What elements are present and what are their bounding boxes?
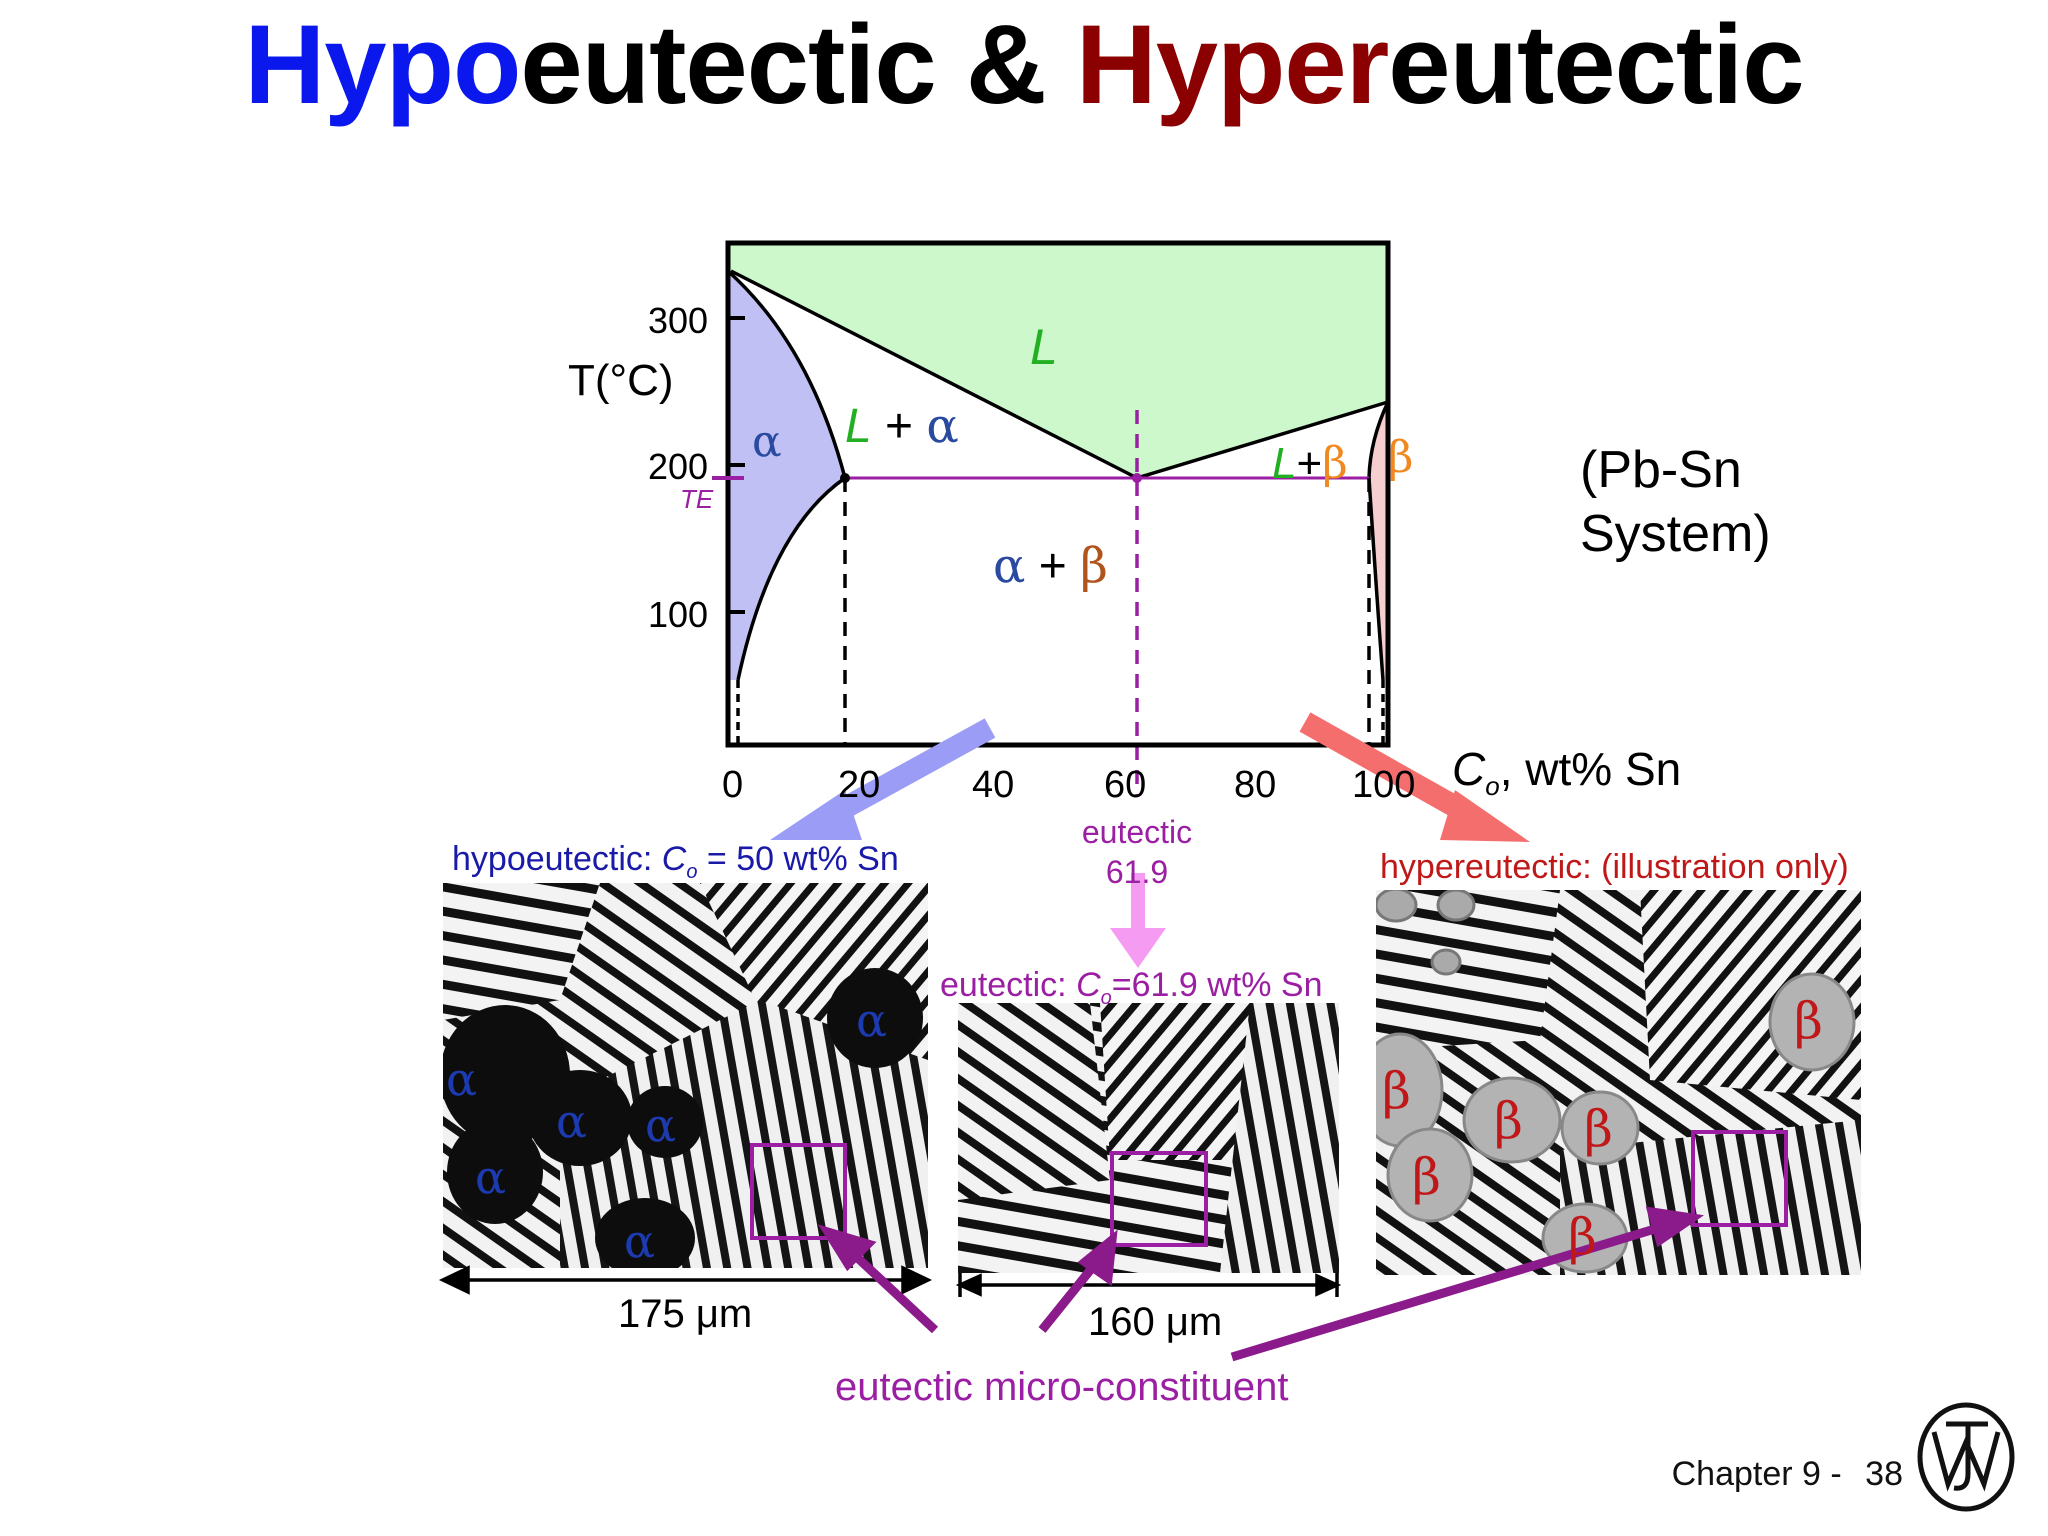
te-label: TE [680, 484, 714, 514]
title-hyper: Hyper [1075, 2, 1389, 127]
y-axis-label: T(°C) [568, 356, 674, 405]
x-axis-label: Co, wt% Sn [1452, 743, 1682, 802]
eutectic-point [1132, 473, 1142, 483]
micro-beta-6: β [1794, 992, 1823, 1050]
publisher-logo-icon [1917, 1402, 2015, 1512]
system-label: (Pb-Sn System) [1580, 441, 1771, 563]
micro-alpha-6: α [624, 1214, 656, 1268]
x-tick-40: 40 [972, 764, 1015, 806]
micro-alpha-2: α [475, 1150, 507, 1204]
hypo-arrow [770, 718, 996, 840]
micro-alpha-3: α [556, 1094, 588, 1148]
hyper-caption: hypereutectic: (illustration only) [1380, 848, 1849, 886]
micro-alpha-1: α [446, 1052, 478, 1106]
scale-label-mid: 160 μm [1088, 1300, 1223, 1344]
micro-constituent-label: eutectic micro-constituent [835, 1365, 1289, 1409]
micro-beta-2: β [1412, 1148, 1441, 1206]
micro-beta-4: β [1584, 1100, 1613, 1158]
region-L-plus-beta: L+β [1272, 438, 1348, 489]
y-ticks [728, 316, 745, 614]
title-eutectic-and: eutectic & [520, 2, 1076, 127]
micro-beta-5: β [1568, 1208, 1597, 1266]
beta-region [1369, 402, 1388, 680]
phase-boundaries [726, 269, 1390, 681]
micro-alpha-5: α [856, 993, 888, 1047]
eutectic-marker-label: eutectic 61.9 [1081, 814, 1193, 890]
region-alpha-plus-beta: α + β [993, 538, 1108, 594]
title-eutectic: eutectic [1388, 2, 1804, 127]
region-L-plus-alpha: L + α [845, 398, 959, 454]
chapter-label: Chapter 9 - [1671, 1455, 1842, 1493]
region-L: L [1030, 319, 1058, 375]
page-number: 38 [1865, 1455, 1903, 1493]
micro-beta-3: β [1494, 1092, 1523, 1150]
eutectic-micrograph [958, 1003, 1339, 1273]
hyper-arrow [1299, 712, 1530, 842]
y-tick-100: 100 [648, 594, 709, 635]
dashed-guides [736, 410, 1385, 795]
eutectic-arrow [1110, 873, 1166, 968]
micro-constituent-arrows [817, 1206, 1704, 1362]
hypo-micrograph [443, 883, 928, 1268]
scale-bar-mid [955, 1273, 1342, 1297]
x-tick-80: 80 [1234, 764, 1277, 806]
hypo-caption: hypoeutectic: Co = 50 wt% Sn [452, 840, 899, 883]
x-tick-20: 20 [838, 764, 881, 806]
y-tick-300: 300 [648, 300, 709, 341]
plot-frame [725, 240, 1391, 748]
y-tick-200: 200 [648, 446, 709, 487]
x-tick-60: 60 [1104, 764, 1147, 806]
title-hypo: Hypo [244, 2, 521, 127]
region-alpha: α [752, 416, 782, 467]
eutectic-caption: eutectic: Co=61.9 wt% Sn [940, 966, 1323, 1009]
scale-bar-left [438, 1265, 933, 1295]
x-tick-0: 0 [722, 764, 744, 806]
alpha-region [728, 271, 845, 680]
micro-alpha-4: α [645, 1098, 677, 1152]
page-footer: Chapter 9 - 38 [1672, 1455, 1903, 1494]
hyper-micrograph [1376, 890, 1861, 1275]
region-beta: β [1388, 432, 1414, 483]
slide-title: Hypoeutectic & Hypereutectic [0, 0, 2048, 130]
micro-beta-1: β [1382, 1062, 1411, 1120]
x-tick-100: 100 [1352, 764, 1416, 806]
scale-label-left: 175 μm [618, 1292, 753, 1336]
liquid-region [728, 243, 1388, 478]
